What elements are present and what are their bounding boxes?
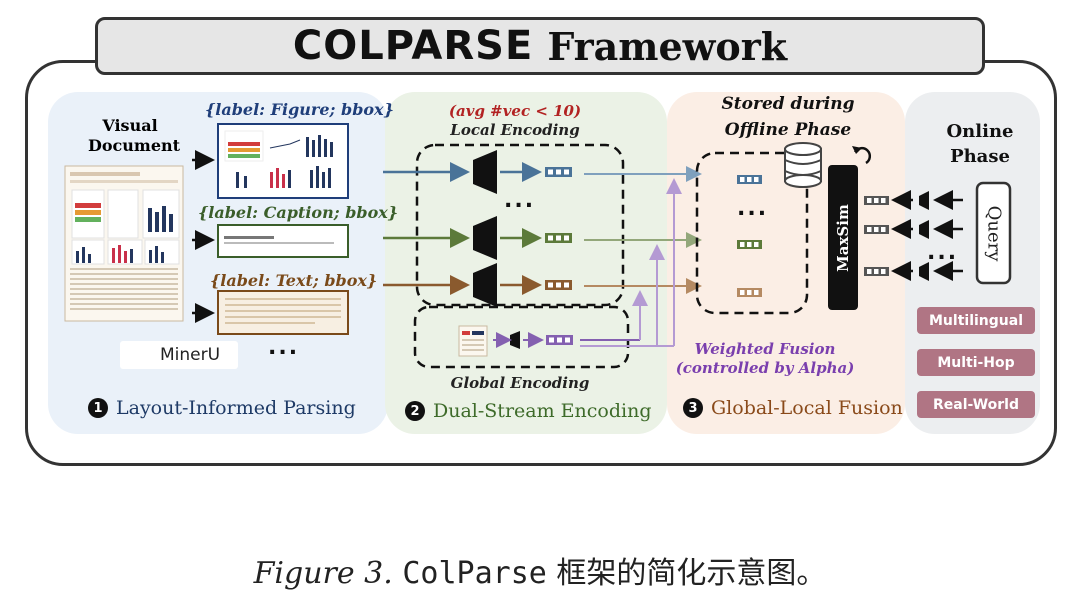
local-encoding-label: Local Encoding bbox=[450, 121, 580, 139]
mineru-badge: MinerU bbox=[120, 341, 238, 369]
caption-crop bbox=[217, 224, 349, 258]
global-encoding-label: Global Encoding bbox=[450, 374, 590, 392]
encoder-icon bbox=[510, 331, 520, 349]
step-label: Global-Local Fusion bbox=[711, 397, 903, 419]
encoder-icon bbox=[919, 191, 929, 210]
vector-icon bbox=[545, 280, 572, 290]
title-framework: Framework bbox=[547, 23, 788, 69]
online-label-line1: Online bbox=[946, 121, 1014, 142]
global-doc-thumbnail bbox=[458, 325, 488, 357]
mineru-label: MinerU bbox=[159, 345, 221, 365]
encoding-panel bbox=[385, 92, 667, 434]
more-stored-dots: ... bbox=[737, 196, 769, 221]
vector-icon bbox=[737, 240, 762, 249]
step-global-local-fusion: 3 Global-Local Fusion bbox=[683, 397, 903, 419]
avg-vec-note: (avg #vec < 10) bbox=[448, 102, 582, 120]
tag-real-world: Real-World bbox=[917, 391, 1035, 418]
encoder-icon bbox=[473, 216, 497, 260]
step-dual-stream: 2 Dual-Stream Encoding bbox=[405, 400, 651, 422]
stored-vectors-box bbox=[695, 151, 809, 315]
framework-title: COLPARSE Framework bbox=[95, 17, 985, 75]
query-box bbox=[975, 181, 1012, 285]
step-label: Layout-Informed Parsing bbox=[116, 397, 356, 419]
weighted-fusion-line2: (controlled by Alpha) bbox=[675, 359, 855, 377]
caption-bbox-label: {label: Caption; bbox} bbox=[198, 203, 399, 222]
query-label-wrap: Query bbox=[977, 183, 1010, 283]
vector-icon bbox=[864, 196, 889, 205]
refresh-icon bbox=[852, 146, 872, 165]
vector-icon bbox=[545, 233, 572, 243]
visual-document-label: Visual Document bbox=[88, 116, 181, 155]
global-fusion-lines bbox=[580, 178, 682, 347]
step-number: 2 bbox=[405, 401, 425, 421]
global-encoding-box bbox=[413, 305, 630, 369]
tag-multi-hop: Multi-Hop bbox=[917, 349, 1035, 376]
maxsim-label-wrap: MaxSim bbox=[828, 165, 858, 310]
caption-figure-number: Figure 3. bbox=[253, 556, 393, 591]
caption-text: 框架的简化示意图。 bbox=[556, 556, 827, 591]
figure-crop bbox=[217, 123, 349, 199]
local-encoding-box bbox=[415, 143, 625, 307]
more-crops-dots: ... bbox=[268, 335, 300, 360]
encoder-icon bbox=[919, 220, 929, 239]
stored-label-line2: Offline Phase bbox=[724, 120, 852, 140]
figure-bbox-label: {label: Figure; bbox} bbox=[205, 100, 394, 119]
step-number: 1 bbox=[88, 398, 108, 418]
query-label: Query bbox=[983, 205, 1004, 261]
step-number: 3 bbox=[683, 398, 703, 418]
online-label-line2: Phase bbox=[950, 146, 1010, 167]
tag-multilingual: Multilingual bbox=[917, 307, 1035, 334]
more-query-dots: ... bbox=[927, 240, 959, 265]
text-bbox-label: {label: Text; bbox} bbox=[210, 271, 378, 290]
weighted-fusion-line1: Weighted Fusion bbox=[694, 340, 836, 358]
vector-icon bbox=[737, 288, 762, 297]
encoder-icon bbox=[473, 150, 497, 194]
step-label: Dual-Stream Encoding bbox=[433, 400, 652, 422]
encoder-icon bbox=[919, 262, 929, 281]
step-layout-parsing: 1 Layout-Informed Parsing bbox=[88, 397, 356, 419]
vector-icon bbox=[546, 335, 573, 345]
vector-icon bbox=[545, 167, 572, 177]
encoder-icon bbox=[473, 263, 497, 307]
caption-colparse: ColParse bbox=[402, 556, 547, 591]
maxsim-bar bbox=[828, 165, 858, 310]
more-encoders-dots: ... bbox=[504, 188, 536, 213]
vector-icon bbox=[864, 225, 889, 234]
vector-icon bbox=[864, 267, 889, 276]
text-crop bbox=[217, 290, 349, 335]
maxsim-label: MaxSim bbox=[834, 203, 853, 272]
document-thumbnail bbox=[64, 165, 184, 322]
database-icon bbox=[784, 142, 822, 188]
figure-caption: Figure 3. ColParse 框架的简化示意图。 bbox=[0, 548, 1080, 592]
title-colparse: COLPARSE bbox=[292, 23, 534, 69]
stored-label-line1: Stored during bbox=[721, 94, 855, 114]
vector-icon bbox=[737, 175, 762, 184]
